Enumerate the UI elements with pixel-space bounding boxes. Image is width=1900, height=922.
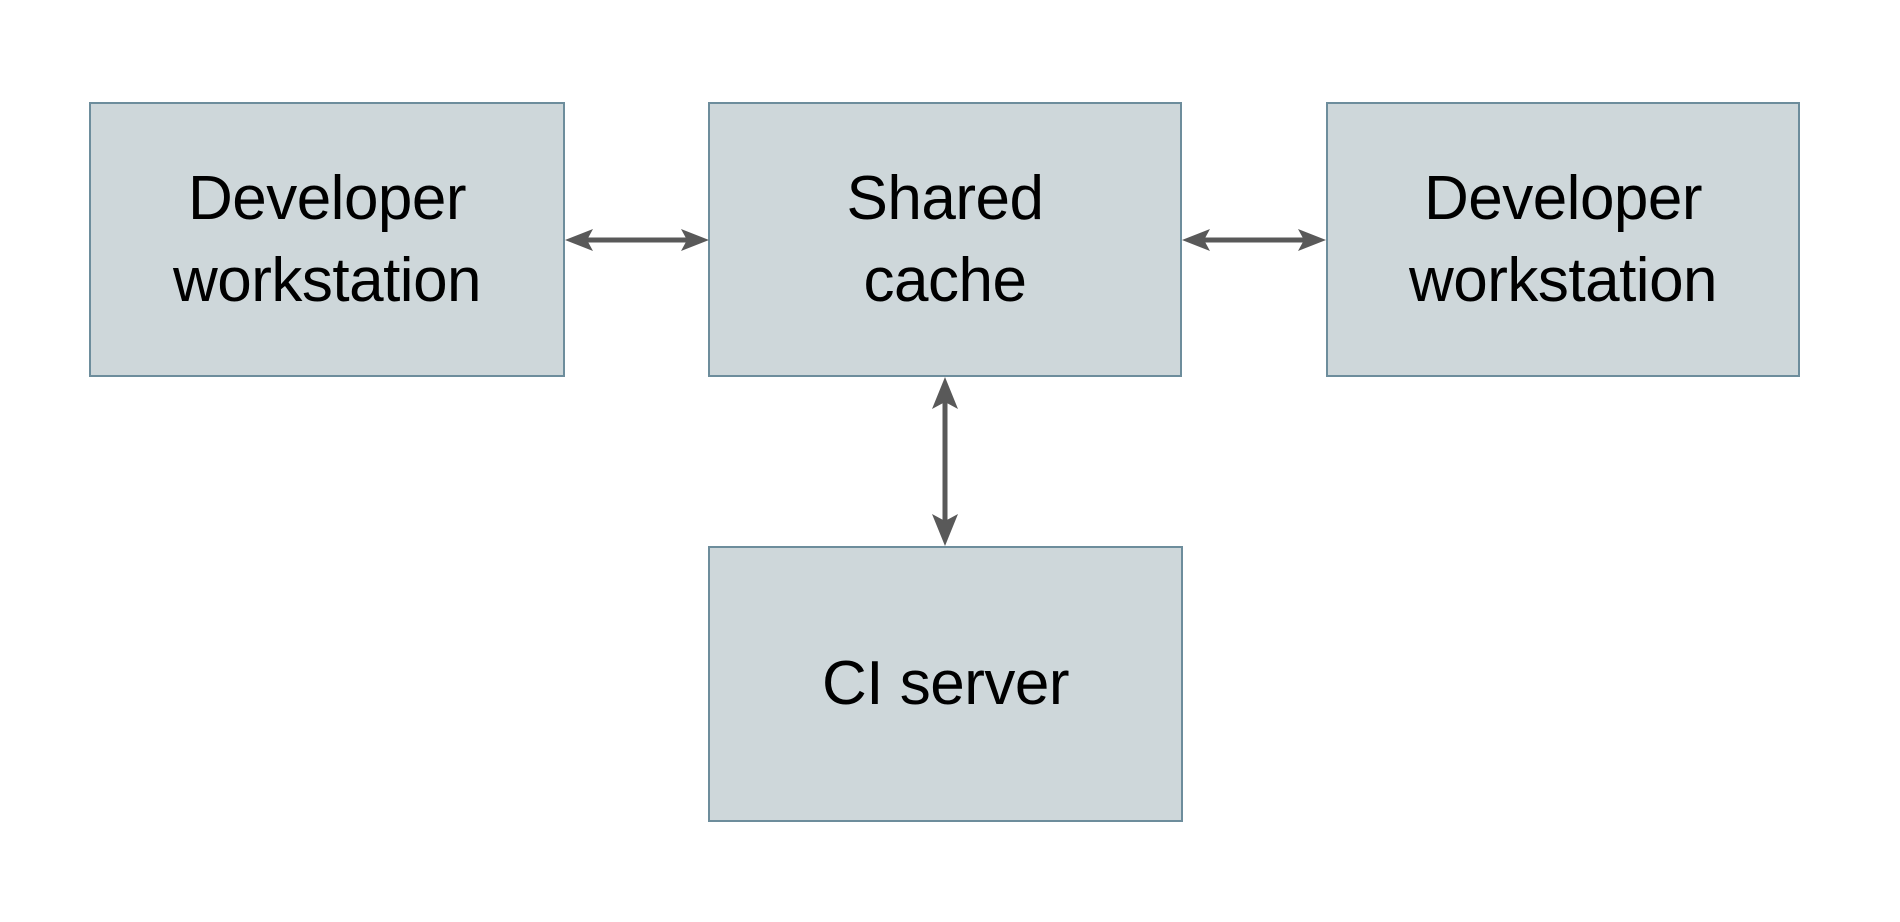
node-ci-server[interactable]: CI server [708,546,1183,822]
edge-developer-left-to-shared-cache[interactable] [563,216,711,264]
double-arrow-horizontal-icon [565,229,709,251]
double-arrow-horizontal-icon [1182,229,1326,251]
node-developer-workstation-right[interactable]: Developer workstation [1326,102,1800,377]
node-label: Shared cache [846,163,1044,315]
node-developer-workstation-left[interactable]: Developer workstation [89,102,565,377]
edge-shared-cache-to-ci-server[interactable] [921,375,969,548]
node-label: Developer workstation [172,163,482,315]
node-label: CI server [822,649,1069,719]
node-label: Developer workstation [1408,163,1718,315]
double-arrow-vertical-icon [932,377,958,546]
node-shared-cache[interactable]: Shared cache [708,102,1182,377]
edge-shared-cache-to-developer-right[interactable] [1180,216,1328,264]
